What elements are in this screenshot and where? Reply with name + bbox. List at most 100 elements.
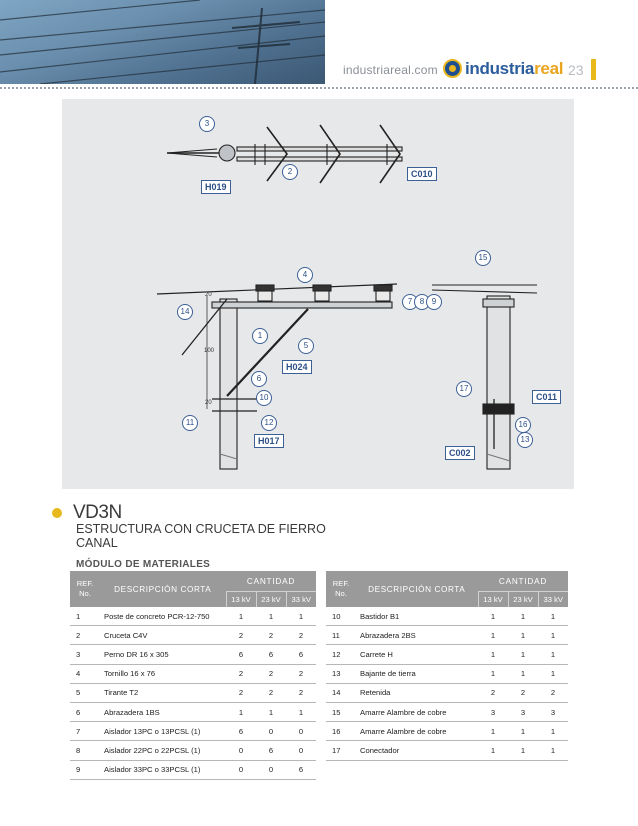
callout-16: 16	[515, 417, 531, 433]
ref-cell: 5	[70, 683, 100, 703]
module-title: MÓDULO DE MATERIALES	[76, 559, 211, 570]
header-33kv: 33 kV	[537, 591, 568, 607]
qty-13kv-cell: 1	[478, 664, 508, 684]
qty-33kv-cell: 1	[286, 702, 316, 723]
qty-13kv-cell: 2	[226, 625, 256, 646]
description-cell: Bajante de tierra	[356, 664, 478, 684]
qty-13kv-cell: 6	[226, 644, 256, 665]
qty-13kv-cell: 0	[226, 740, 256, 761]
description-cell: Retenida	[356, 683, 478, 703]
qty-23kv-cell: 6	[256, 644, 286, 665]
qty-13kv-cell: 2	[478, 683, 508, 703]
tag-h024: H024	[282, 360, 312, 374]
qty-23kv-cell: 2	[256, 664, 286, 684]
qty-33kv-cell: 1	[538, 664, 568, 684]
qty-13kv-cell: 1	[478, 644, 508, 665]
ref-cell: 2	[70, 625, 100, 646]
materials-table-left: REF. No. DESCRIPCIÓN CORTA CANTIDAD 13 k…	[70, 571, 316, 780]
description-cell: Tirante T2	[100, 683, 226, 703]
description-cell: Abrazadera 1BS	[100, 702, 226, 723]
tag-c011: C011	[532, 390, 562, 404]
qty-23kv-cell: 0	[256, 721, 286, 742]
header-33kv: 33 kV	[285, 591, 316, 607]
ref-cell: 17	[326, 740, 356, 761]
ref-cell: 14	[326, 683, 356, 703]
description-cell: Amarre Alambre de cobre	[356, 721, 478, 742]
description-cell: Abrazadera 2BS	[356, 625, 478, 646]
callout-17: 17	[456, 381, 472, 397]
qty-33kv-cell: 2	[286, 664, 316, 684]
dimension-middle: 100	[204, 348, 215, 354]
header-23kv: 23 kV	[255, 591, 286, 607]
qty-33kv-cell: 2	[538, 683, 568, 703]
qty-13kv-cell: 6	[226, 721, 256, 742]
qty-13kv-cell: 0	[226, 760, 256, 780]
qty-13kv-cell: 1	[226, 702, 256, 723]
description-cell: Bastidor B1	[356, 607, 478, 627]
qty-13kv-cell: 1	[226, 607, 256, 627]
callout-1: 1	[252, 328, 268, 344]
tag-h017: H017	[254, 434, 284, 448]
qty-33kv-cell: 1	[538, 625, 568, 646]
header-quantity: CANTIDAD	[478, 571, 568, 592]
ref-cell: 16	[326, 721, 356, 742]
qty-13kv-cell: 3	[478, 702, 508, 723]
callout-3: 3	[199, 116, 215, 132]
ref-cell: 8	[70, 740, 100, 761]
structure-description: ESTRUCTURA CON CRUCETA DE FIERRO CANAL	[76, 522, 326, 550]
header-13kv: 13 kV	[477, 591, 508, 607]
callout-14: 14	[177, 304, 193, 320]
qty-23kv-cell: 2	[256, 683, 286, 703]
callout-11: 11	[182, 415, 198, 431]
website-link[interactable]: industriareal.com	[343, 63, 438, 77]
qty-33kv-cell: 1	[538, 644, 568, 665]
callout-6: 6	[251, 371, 267, 387]
ref-cell: 7	[70, 721, 100, 742]
callout-10: 10	[256, 390, 272, 406]
callout-9: 9	[426, 294, 442, 310]
qty-33kv-cell: 3	[538, 702, 568, 723]
callout-2: 2	[282, 164, 298, 180]
callout-13: 13	[517, 432, 533, 448]
ref-cell: 11	[326, 625, 356, 646]
ref-cell: 9	[70, 760, 100, 780]
header-quantity: CANTIDAD	[226, 571, 316, 592]
ref-cell: 1	[70, 607, 100, 627]
structure-drawing	[156, 124, 538, 470]
tag-h019: H019	[201, 180, 231, 194]
page-number: 23	[568, 62, 584, 78]
callout-12: 12	[261, 415, 277, 431]
qty-23kv-cell: 6	[256, 740, 286, 761]
dimension-bottom: 20	[205, 400, 212, 406]
tag-c002: C002	[445, 446, 475, 460]
qty-13kv-cell: 2	[226, 664, 256, 684]
header-description: DESCRIPCIÓN CORTA	[356, 571, 478, 607]
qty-23kv-cell: 1	[508, 740, 538, 761]
ref-cell: 12	[326, 644, 356, 665]
header-ref: REF. No.	[326, 571, 356, 607]
qty-33kv-cell: 2	[286, 683, 316, 703]
ref-cell: 4	[70, 664, 100, 684]
qty-23kv-cell: 1	[256, 702, 286, 723]
callout-4: 4	[297, 267, 313, 283]
qty-13kv-cell: 1	[478, 625, 508, 646]
structure-code: VD3N	[73, 502, 122, 523]
qty-23kv-cell: 1	[508, 625, 538, 646]
header-description: DESCRIPCIÓN CORTA	[100, 571, 226, 607]
description-cell: Aislador 22PC o 22PCSL (1)	[100, 740, 226, 761]
qty-33kv-cell: 2	[286, 625, 316, 646]
ref-cell: 6	[70, 702, 100, 723]
qty-33kv-cell: 0	[286, 721, 316, 742]
qty-33kv-cell: 1	[538, 740, 568, 761]
logo-emblem-icon	[443, 59, 462, 78]
